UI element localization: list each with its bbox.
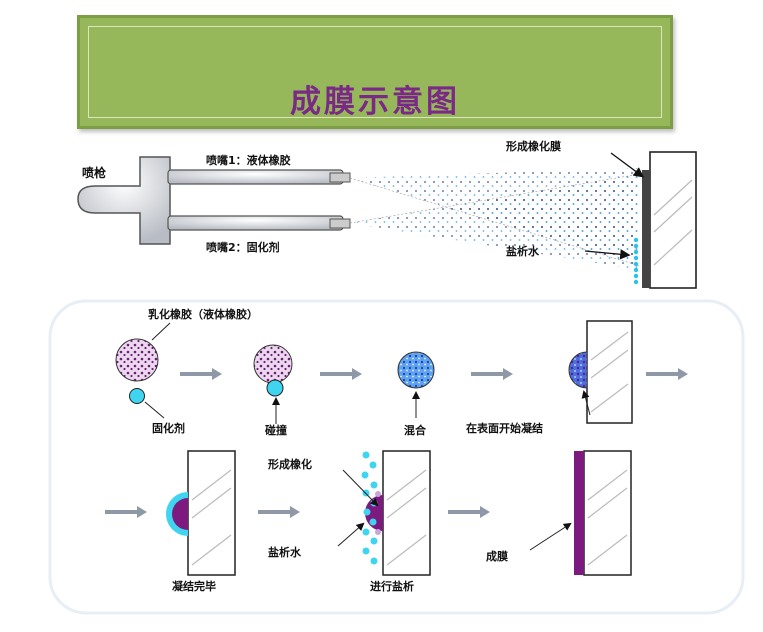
film-label: 形成橡化膜 [506, 139, 561, 153]
step-arrow [258, 506, 300, 518]
forming-label: 形成橡化 [268, 457, 312, 471]
salt-water-label-2: 盐析水 [268, 545, 302, 559]
step-arrow [448, 506, 490, 518]
gun-label: 喷枪 [82, 165, 106, 180]
salting-label: 进行盐析 [370, 579, 414, 593]
spray-gun-diagram: 喷枪 喷嘴1：液体橡胶 喷嘴2：固化剂 形成橡化膜 盐析水 [77, 139, 697, 289]
curing-particle [568, 351, 588, 389]
nozzle1-pipe [167, 169, 344, 185]
start-cure-label: 在表面开始凝结 [466, 421, 543, 435]
emulsion-particle [115, 338, 159, 382]
cure-done-label: 凝结完毕 [172, 579, 216, 593]
page-title: 成膜示意图 [290, 84, 460, 120]
salt-water-droplets [633, 237, 639, 285]
collision-label: 碰撞 [265, 423, 287, 437]
title-banner: 成膜示意图 [77, 15, 673, 129]
rubber-film-layer [642, 170, 650, 288]
mixing-label: 混合 [404, 423, 427, 437]
curing-agent-particle [129, 388, 145, 404]
final-film [574, 451, 584, 575]
emulsion-label: 乳化橡胶（液体橡胶） [148, 307, 258, 321]
process-row-2: 凝结完毕 形成橡化 盐析水 进行盐析 成膜 [105, 450, 632, 593]
wall [649, 151, 697, 289]
step-arrow [471, 368, 513, 380]
wall-stage-4 [583, 450, 632, 576]
salt-water-beads [361, 451, 381, 565]
process-row-1: 乳化橡胶（液体橡胶） 固化剂 碰撞 混合 在表面开始凝结 [115, 307, 688, 437]
nozzle1-label: 喷嘴1：液体橡胶 [206, 153, 291, 167]
curing-agent-label: 固化剂 [152, 421, 185, 435]
wall-stage-3 [382, 450, 431, 576]
colliding-agent [266, 379, 284, 397]
colliding-particle [253, 344, 293, 384]
film-pointer [610, 152, 645, 178]
nozzle2-label: 喷嘴2：固化剂 [206, 240, 280, 254]
wall-stage-1 [586, 320, 633, 424]
title-banner-frame [88, 26, 662, 118]
spray-gun-body [77, 156, 171, 245]
spray-cone-2 [350, 174, 640, 270]
cured-particle [172, 498, 188, 530]
step-arrow [180, 368, 222, 380]
nozzle2-pipe [167, 215, 344, 231]
salt-pointer [584, 249, 631, 260]
mixed-particle [397, 351, 435, 389]
step-arrow [320, 368, 362, 380]
wall-stage-2 [187, 450, 236, 576]
film-label-final: 成膜 [486, 549, 508, 563]
step-arrow [105, 506, 147, 518]
step-arrow [646, 368, 688, 380]
